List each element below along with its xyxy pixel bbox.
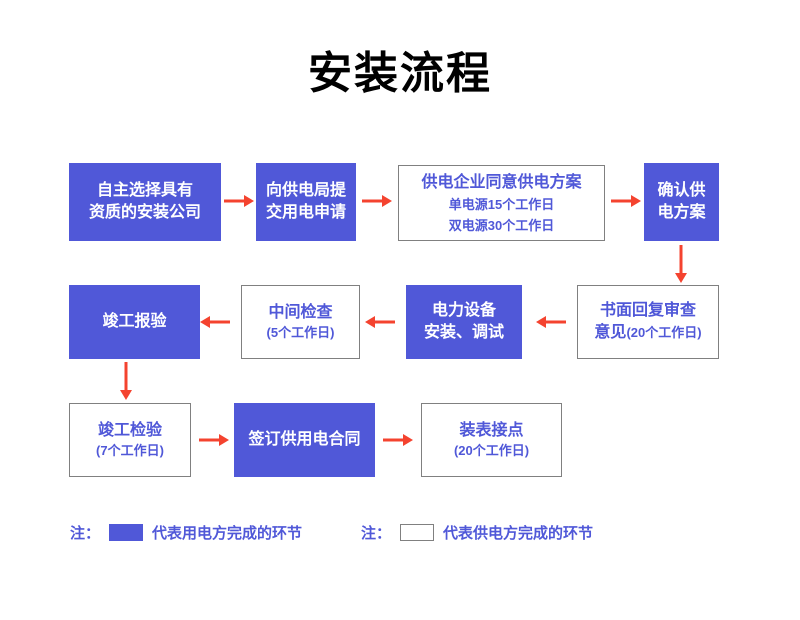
flow-node-line: 自主选择具有 bbox=[96, 182, 193, 200]
flow-node-line: (5个工作日) bbox=[266, 325, 335, 341]
arrow-left-3 bbox=[200, 314, 230, 330]
flow-node-line: 签订供用电合同 bbox=[248, 431, 361, 449]
flow-node-line: 电力设备 bbox=[431, 302, 496, 320]
legend-label: 代表用电方完成的环节 bbox=[152, 525, 303, 542]
flow-node-line: 电方案 bbox=[657, 204, 706, 221]
arrow-right-1 bbox=[224, 193, 254, 209]
flow-node-line: 向供电局提 bbox=[265, 182, 346, 200]
legend-prefix: 注： bbox=[361, 525, 392, 542]
flow-node-line: 竣工报验 bbox=[102, 313, 167, 331]
arrow-right-2 bbox=[362, 193, 392, 209]
legend-utility-side: 注： 代表供电方完成的环节 bbox=[361, 522, 593, 543]
flow-node-completion-inspection[interactable]: 竣工检验 (7个工作日) bbox=[69, 403, 191, 477]
arrow-left-1 bbox=[536, 314, 566, 330]
flow-node-submit-application[interactable]: 向供电局提 交用电申请 bbox=[256, 163, 356, 241]
flow-node-intermediate-inspection[interactable]: 中间检查 (5个工作日) bbox=[241, 285, 360, 359]
flow-node-sign-supply-contract[interactable]: 签订供用电合同 bbox=[234, 403, 375, 477]
arrow-right-4 bbox=[199, 432, 229, 448]
flow-node-line: 装表接点 bbox=[459, 422, 524, 440]
legend-swatch-filled-icon bbox=[109, 524, 144, 541]
flow-node-equipment-install-debug[interactable]: 电力设备 安装、调试 bbox=[406, 285, 522, 359]
flow-node-completion-report[interactable]: 竣工报验 bbox=[69, 285, 200, 359]
arrow-down-1 bbox=[673, 245, 689, 283]
flow-node-line: 竣工检验 bbox=[97, 422, 162, 440]
arrow-left-2 bbox=[365, 314, 395, 330]
flow-node-line: 安装、调试 bbox=[423, 324, 504, 341]
flow-node-line: 中间检查 bbox=[268, 304, 333, 322]
arrow-right-3 bbox=[611, 193, 641, 209]
flow-node-line-group: 意见(20个工作日) bbox=[594, 322, 701, 344]
flow-node-self-select-installer[interactable]: 自主选择具有 资质的安装公司 bbox=[69, 163, 221, 241]
flow-node-line: 单电源15个工作日 bbox=[448, 197, 555, 213]
flow-node-line-suffix: (20个工作日) bbox=[626, 325, 702, 340]
flow-node-line: 确认供 bbox=[657, 182, 706, 200]
page-title: 安装流程 bbox=[308, 49, 492, 98]
legend-label: 代表供电方完成的环节 bbox=[443, 525, 594, 542]
arrow-right-5 bbox=[383, 432, 413, 448]
flow-node-line: (7个工作日) bbox=[96, 443, 164, 459]
flow-node-meter-installation[interactable]: 装表接点 (20个工作日) bbox=[421, 403, 562, 477]
flow-node-line: 双电源30个工作日 bbox=[448, 217, 555, 233]
legend-customer-side: 注： 代表用电方完成的环节 bbox=[70, 522, 302, 543]
legend-prefix: 注： bbox=[70, 525, 101, 542]
flow-node-line: 交用电申请 bbox=[265, 204, 346, 221]
flow-node-written-review-reply[interactable]: 书面回复审查 意见(20个工作日) bbox=[577, 285, 719, 359]
flow-node-line: 供电企业同意供电方案 bbox=[421, 173, 582, 191]
flow-node-line: 意见 bbox=[594, 324, 627, 341]
flow-node-utility-approves-plan[interactable]: 供电企业同意供电方案 单电源15个工作日 双电源30个工作日 bbox=[398, 165, 605, 241]
flow-node-confirm-power-plan[interactable]: 确认供 电方案 bbox=[644, 163, 719, 241]
flow-node-line: 书面回复审查 bbox=[599, 302, 696, 320]
legend-swatch-outline-icon bbox=[400, 524, 435, 541]
flow-node-line: (20个工作日) bbox=[453, 443, 530, 459]
arrow-down-2 bbox=[118, 362, 134, 400]
flow-node-line: 资质的安装公司 bbox=[88, 204, 201, 221]
